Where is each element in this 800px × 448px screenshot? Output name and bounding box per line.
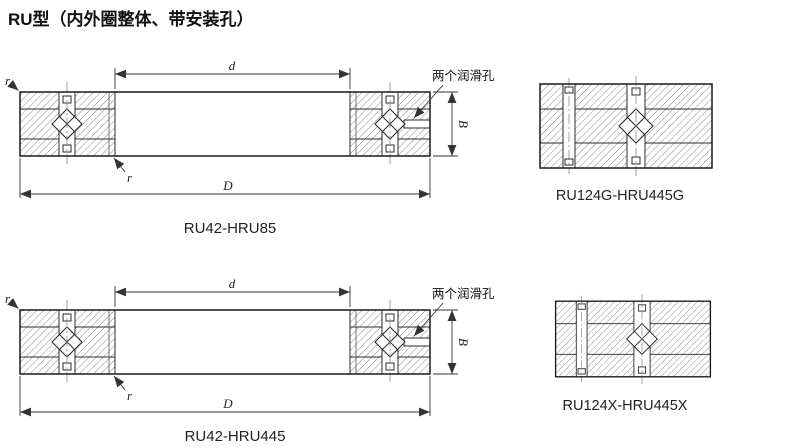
part-number-ru42-hru445: RU42-HRU445	[184, 428, 286, 445]
part-number-ru124x-hru445x: RU124X-HRU445X	[562, 398, 688, 414]
dim-label-r-inner: r	[127, 388, 133, 403]
dim-label-D: D	[222, 396, 233, 411]
dim-label-r-inner: r	[127, 170, 133, 185]
part-number-ru42-hru85: RU42-HRU85	[183, 220, 277, 237]
part-number-ru124g-hru445g: RU124G-HRU445G	[555, 188, 685, 204]
page-title: RU型（内外圈整体、带安装孔）	[8, 10, 254, 29]
dim-label-d: d	[229, 58, 236, 73]
dim-label-r-outer: r	[5, 291, 11, 306]
drawing-ru124x-hru445x	[554, 294, 712, 384]
lubrication-holes-label: 两个润滑孔	[432, 69, 495, 83]
dim-label-D: D	[222, 178, 233, 193]
dim-label-r-outer: r	[5, 73, 11, 88]
drawing-ru42-hru85: d D B r r 两个润滑孔	[5, 58, 495, 234]
lubrication-holes-label: 两个润滑孔	[432, 287, 495, 301]
dim-label-B: B	[456, 338, 471, 346]
dim-label-B: B	[456, 120, 471, 128]
dim-label-d: d	[229, 276, 236, 291]
drawing-ru124g-hru445g	[539, 76, 713, 176]
drawing-ru42-hru445: d D B r r 两个润滑孔	[5, 276, 495, 448]
